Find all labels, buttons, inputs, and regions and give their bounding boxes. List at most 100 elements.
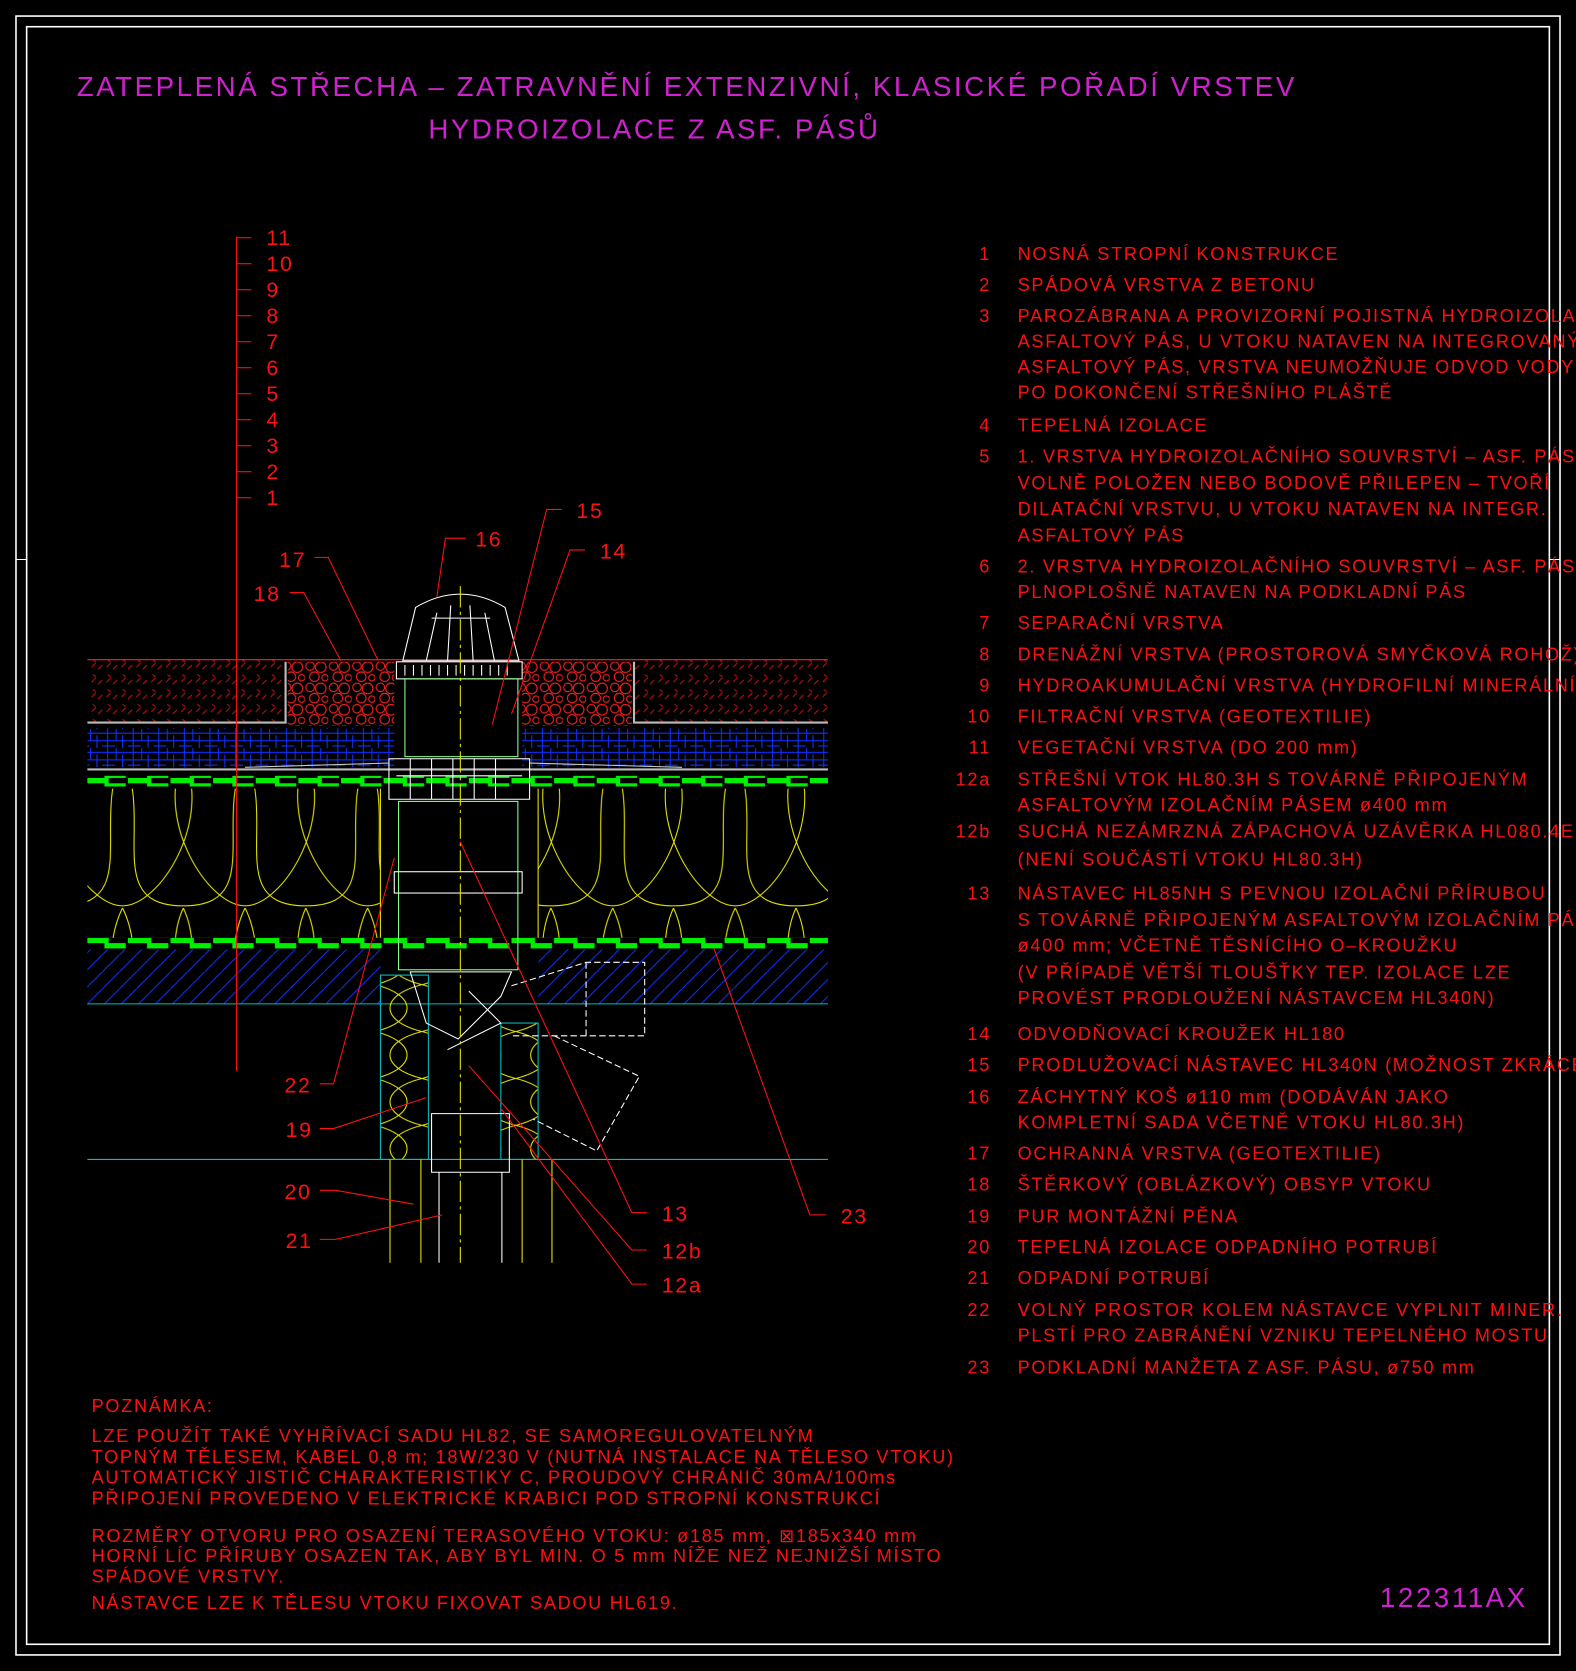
- scale-label: 2: [266, 460, 280, 484]
- legend-number: 12a: [956, 769, 991, 789]
- legend-text: PLSTÍ PRO ZABRÁNĚNÍ VZNIKU TEPELNÉHO MOS…: [1018, 1326, 1549, 1346]
- thermal-insulation: [87, 788, 381, 938]
- callout-23: 23: [841, 1204, 868, 1228]
- callout-22: 22: [285, 1073, 312, 1097]
- callout-14: 14: [600, 539, 627, 563]
- callout-17: 17: [279, 548, 306, 572]
- legend-text: DILATAČNÍ VRSTVU, U VTOKU NATAVEN NA INT…: [1018, 498, 1548, 519]
- roof-drain: [245, 586, 682, 1263]
- notes: POZNÁMKA: LZE POUŽÍT TAKÉ VYHŘÍVACÍ SADU…: [92, 1396, 953, 1613]
- legend-text: S TOVÁRNĚ PŘIPOJENÝM ASFALTOVÝM IZOLAČNÍ…: [1018, 909, 1576, 930]
- note-line: NÁSTAVCE LZE K TĚLESU VTOKU FIXOVAT SADO…: [92, 1593, 679, 1613]
- pipe-insulation: [389, 1159, 553, 1263]
- scale-label: 7: [266, 330, 280, 354]
- legend-text: PAROZÁBRANA A PROVIZORNÍ POJISTNÁ HYDROI…: [1018, 306, 1576, 326]
- callout-20: 20: [285, 1180, 312, 1204]
- scale-label: 10: [266, 252, 293, 276]
- legend-text: TEPELNÁ IZOLACE ODPADNÍHO POTRUBÍ: [1018, 1237, 1438, 1257]
- legend-text: ŠTĚRKOVÝ (OBLÁZKOVÝ) OBSYP VTOKU: [1018, 1173, 1432, 1194]
- callout-15: 15: [576, 499, 603, 523]
- drain-flange: [388, 758, 531, 800]
- scale-label: 8: [266, 304, 280, 328]
- legend-number: 7: [979, 613, 991, 633]
- legend-text: DRENÁŽNÍ VRSTVA (PROSTOROVÁ SMYČKOVÁ ROH…: [1018, 644, 1576, 665]
- gravel-guard-ring: [395, 661, 523, 680]
- legend-text: ZÁCHYTNÝ KOŠ ø110 mm (DODÁVÁN JAKO: [1018, 1086, 1450, 1107]
- vapour-barrier: [87, 937, 828, 949]
- note-line: ROZMĚRY OTVORU PRO OSAZENÍ TERASOVÉHO VT…: [92, 1526, 918, 1546]
- legend-number: 18: [967, 1174, 991, 1194]
- scale-label: 6: [266, 356, 280, 380]
- inner-frame: [25, 25, 1551, 1646]
- drawing-title-line2: HYDROIZOLACE Z ASF. PÁSŮ: [428, 113, 880, 145]
- legend-text: NOSNÁ STROPNÍ KONSTRUKCE: [1018, 244, 1340, 264]
- callout-12a: 12a: [662, 1274, 703, 1298]
- legend-number: 1: [979, 244, 991, 264]
- pur-foam: [379, 974, 429, 1160]
- legend-text: FILTRAČNÍ VRSTVA (GEOTEXTILIE): [1018, 706, 1372, 727]
- legend-text: ASFALTOVÝ PÁS, VRSTVA NEUMOŽŇUJE ODVOD V…: [1018, 357, 1575, 377]
- vegetation-layer: [634, 659, 828, 722]
- legend-number: 14: [967, 1024, 991, 1044]
- legend-text: ODPADNÍ POTRUBÍ: [1018, 1268, 1210, 1288]
- legend-text: SPÁDOVÁ VRSTVA Z BETONU: [1018, 275, 1316, 295]
- legend-text: 1. VRSTVA HYDROIZOLAČNÍHO SOUVRSTVÍ – AS…: [1018, 446, 1576, 467]
- hydroaccumulation-layer: [87, 727, 395, 768]
- scale-label: 1: [266, 486, 280, 510]
- legend-text: VEGETAČNÍ VRSTVA (DO 200 mm): [1018, 736, 1359, 757]
- legend-text: OCHRANNÁ VRSTVA (GEOTEXTILIE): [1018, 1143, 1382, 1163]
- scale-label: 5: [266, 382, 280, 406]
- callout-19: 19: [286, 1118, 313, 1142]
- legend-text: ø400 mm; VČETNĚ TĚSNÍCÍHO O–KROUŽKU: [1018, 935, 1459, 956]
- branch-outlet: [511, 961, 646, 1152]
- leader-lines: [289, 508, 826, 1285]
- legend-text: VOLNÝ PROSTOR KOLEM NÁSTAVCE VYPLNIT MIN…: [1018, 1300, 1564, 1320]
- leaf-guard-basket: [402, 593, 520, 662]
- scale-label: 11: [266, 226, 292, 250]
- callout-21: 21: [286, 1229, 313, 1253]
- callout-12b: 12b: [662, 1240, 703, 1264]
- legend-number: 8: [979, 645, 991, 665]
- extension-piece: [404, 678, 519, 758]
- pur-foam: [500, 1022, 539, 1160]
- callout-13: 13: [662, 1202, 689, 1226]
- legend-text: PUR MONTÁŽNÍ PĚNA: [1018, 1206, 1239, 1226]
- notes-heading: POZNÁMKA:: [92, 1396, 214, 1416]
- legend-number: 16: [967, 1087, 991, 1107]
- legend-text: KOMPLETNÍ SADA VČETNĚ VTOKU HL80.3H): [1018, 1112, 1465, 1133]
- legend-number: 3: [979, 306, 991, 326]
- legend-text: PRODLUŽOVACÍ NÁSTAVEC HL340N (MOŽNOST ZK…: [1018, 1055, 1576, 1075]
- legend-text: (NENÍ SOUČÁSTÍ VTOKU HL80.3H): [1018, 848, 1364, 869]
- legend-number: 17: [967, 1143, 991, 1163]
- legend-number: 12b: [956, 822, 991, 842]
- legend-number: 13: [967, 883, 991, 903]
- legend-text: TEPELNÁ IZOLACE: [1018, 416, 1209, 436]
- gravel-surround: [287, 661, 395, 726]
- note-line: AUTOMATICKÝ JISTIČ CHARAKTERISTIKY C, PR…: [92, 1466, 897, 1487]
- note-line: LZE POUŽÍT TAKÉ VYHŘÍVACÍ SADU HL82, SE …: [92, 1426, 815, 1446]
- insulation-extension: [397, 800, 519, 971]
- legend-text: NÁSTAVEC HL85NH S PEVNOU IZOLAČNÍ PŘÍRUB…: [1018, 882, 1547, 903]
- legend-number: 4: [979, 416, 991, 436]
- legend-number: 11: [969, 737, 991, 757]
- legend-text: PROVÉST PRODLOUŽENÍ NÁSTAVCEM HL340N): [1018, 988, 1496, 1008]
- legend-text: SUCHÁ NEZÁMRZNÁ ZÁPACHOVÁ UZÁVĚRKA HL080…: [1018, 822, 1575, 842]
- legend-number: 19: [967, 1206, 991, 1226]
- note-line: SPÁDOVÉ VRSTVY.: [92, 1566, 285, 1586]
- concrete-slope-layer: [538, 949, 828, 1004]
- legend-text: SEPARAČNÍ VRSTVA: [1018, 612, 1225, 633]
- legend-number: 10: [967, 707, 991, 727]
- waterproofing-membrane: [87, 775, 828, 787]
- legend-number: 6: [979, 556, 991, 576]
- note-line: HORNÍ LÍC PŘÍRUBY OSAZEN TAK, ABY BYL MI…: [92, 1545, 943, 1566]
- scale-label: 4: [266, 408, 280, 432]
- legend-text: ODVODŇOVACÍ KROUŽEK HL180: [1018, 1024, 1346, 1044]
- legend-text: STŘEŠNÍ VTOK HL80.3H S TOVÁRNĚ PŘIPOJENÝ…: [1018, 768, 1529, 789]
- callout-18: 18: [254, 582, 281, 606]
- callout-16: 16: [475, 528, 502, 552]
- drawing-title-line1: ZATEPLENÁ STŘECHA – ZATRAVNĚNÍ EXTENZIVN…: [77, 71, 1297, 102]
- downpipe: [431, 1113, 510, 1263]
